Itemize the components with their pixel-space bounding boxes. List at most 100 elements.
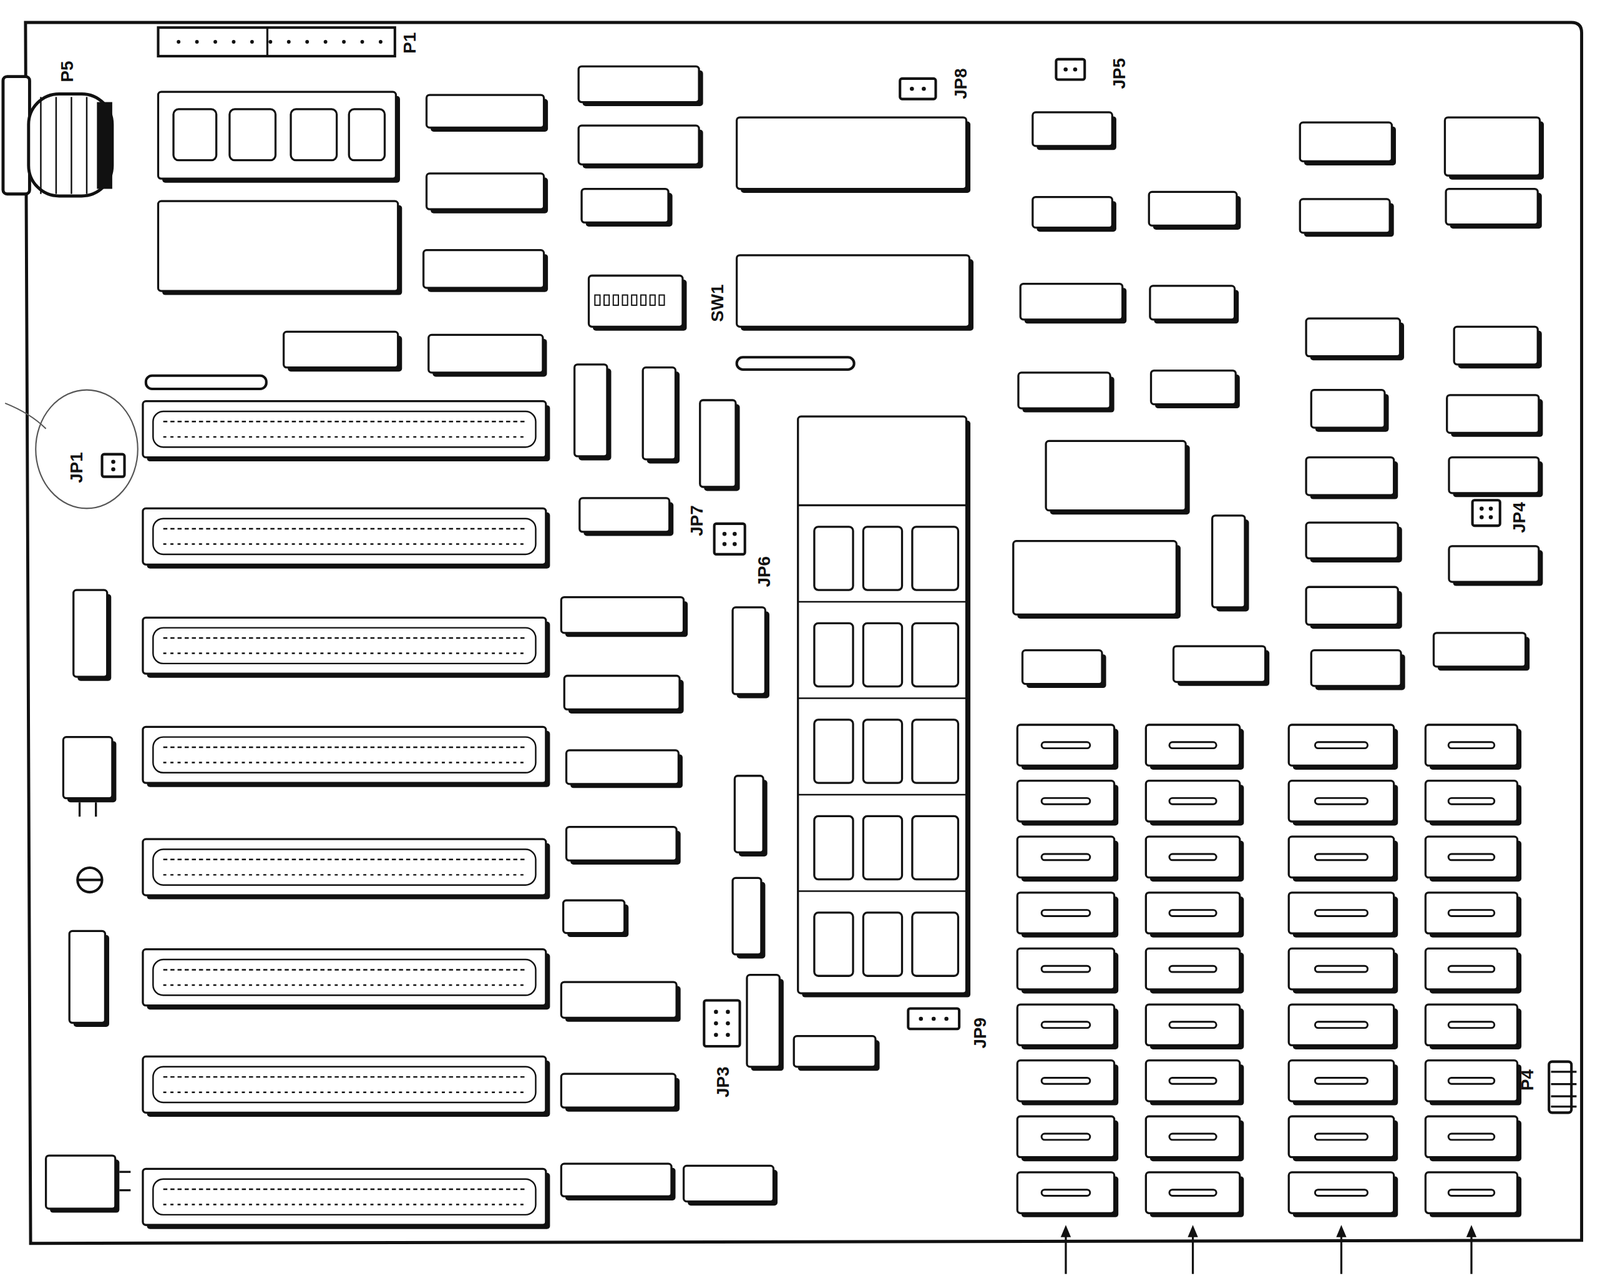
memory-socket [1425, 780, 1518, 822]
slot-contacts [163, 1203, 526, 1205]
jumper-pin [725, 1032, 731, 1037]
expansion-slot [142, 726, 547, 783]
ic-chip [428, 334, 543, 373]
ic-chip [1032, 112, 1113, 147]
jumper-pin [1479, 514, 1484, 520]
ic-chip [578, 66, 699, 102]
socket-opening [1314, 853, 1368, 860]
socket-opening [1314, 965, 1368, 972]
socket-opening [1314, 1189, 1368, 1196]
socket-opening [1314, 1077, 1368, 1084]
din-connector-flange [3, 76, 30, 195]
rom-chip [814, 815, 854, 879]
memory-socket [1288, 1004, 1394, 1045]
memory-socket [1145, 724, 1240, 766]
capacitor [63, 736, 112, 799]
socket-opening [1448, 909, 1495, 917]
part-label: JP3 [714, 1066, 732, 1098]
rom-chip [863, 526, 902, 590]
memory-socket [1288, 724, 1394, 766]
jumper-pin [732, 531, 737, 537]
connector-ridge [70, 96, 72, 194]
ic-chip [566, 826, 678, 861]
memory-socket [1017, 1004, 1114, 1045]
lead [119, 1170, 131, 1173]
ic-chip [1173, 645, 1265, 682]
ic-chip [1018, 372, 1111, 409]
ic-chip [1433, 632, 1526, 667]
socket-opening [1314, 1021, 1368, 1028]
memory-socket [1017, 724, 1114, 766]
socket-opening [1169, 1077, 1217, 1084]
slot-contacts [163, 420, 526, 422]
mounting-hole-slot [77, 878, 102, 881]
crystal [46, 1155, 116, 1209]
memory-socket [1145, 836, 1240, 877]
memory-socket [1288, 836, 1394, 877]
slot-contacts [163, 1075, 526, 1078]
jumper-pin [1488, 514, 1494, 520]
dip-switch [589, 275, 683, 327]
ic-chip [560, 1073, 676, 1108]
large-chip [157, 200, 398, 291]
rom-divider [798, 793, 967, 796]
jumper [703, 999, 740, 1046]
header-pin [305, 39, 309, 44]
jumper [1472, 499, 1501, 526]
socket-opening [1041, 1189, 1091, 1196]
module-cell [290, 109, 337, 161]
header-pin [360, 39, 365, 44]
header-pin [250, 39, 254, 44]
jumper-pin [111, 459, 116, 464]
ic-chip [1306, 586, 1398, 625]
ic-chip [423, 250, 545, 289]
expansion-slot [142, 949, 547, 1006]
slot-contacts [163, 527, 526, 530]
ic-chip [1444, 117, 1540, 176]
jumper-pin [909, 86, 915, 92]
header-pin [378, 39, 383, 44]
ic-chip [578, 125, 699, 165]
connector-ridge [55, 96, 57, 194]
mounting-hole [77, 867, 102, 892]
lead [119, 1188, 131, 1191]
jumper-pin [713, 1020, 719, 1026]
slot-contacts [163, 984, 526, 986]
rom-chip [814, 719, 854, 783]
pin-header [157, 27, 395, 57]
part-label: JP6 [755, 556, 774, 587]
pointer-arrow [1340, 1230, 1343, 1274]
rom-divider [798, 504, 967, 507]
part-label: JP7 [688, 504, 706, 536]
jumper-pin [722, 531, 727, 537]
ic-chip [1151, 370, 1237, 405]
slot-opening [152, 848, 536, 885]
ic-chip [283, 331, 399, 367]
arrowhead [1336, 1224, 1347, 1237]
ic-chip [566, 750, 679, 784]
expansion-slot [142, 838, 547, 895]
rom-divider [798, 697, 967, 699]
part-label: P1 [401, 32, 419, 54]
rom-chip [912, 815, 959, 879]
header-pin [323, 39, 328, 44]
ic-chip [1013, 541, 1177, 615]
socket-opening [1448, 741, 1495, 749]
ic-chip [560, 597, 684, 633]
header-pin [195, 39, 200, 44]
slot-contacts [163, 858, 526, 860]
ic-chip [683, 1165, 774, 1201]
jumper [907, 1008, 960, 1030]
rom-chip [912, 622, 959, 686]
memory-socket [1425, 1115, 1518, 1157]
memory-socket [1145, 780, 1240, 822]
header-pin [341, 39, 346, 44]
ic-chip [564, 675, 680, 710]
socket-opening [1169, 909, 1217, 917]
jumper-pin [931, 1016, 937, 1021]
ic-chip [579, 497, 670, 532]
part-label: JP8 [952, 68, 970, 99]
ic-chip [1299, 122, 1392, 161]
